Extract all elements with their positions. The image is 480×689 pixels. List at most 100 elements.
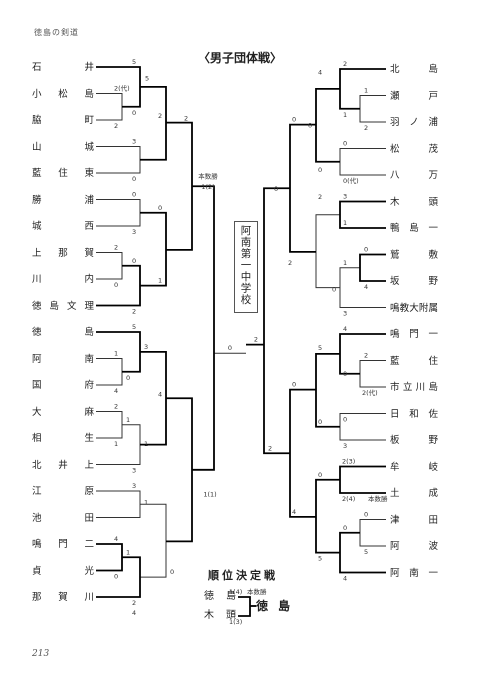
score-label: 3 (132, 482, 136, 490)
right-team-14: 日和佐 (390, 408, 438, 420)
score-label: 0 (132, 109, 136, 117)
score-label: 1 (158, 277, 162, 285)
score-label: 1 (126, 548, 130, 556)
score-label: 1 (144, 440, 148, 448)
score-label: 2 (114, 122, 118, 130)
score-label: 0 (158, 204, 162, 212)
left-team-2: 小松島 (32, 88, 94, 100)
score-label: 4 (343, 575, 347, 583)
right-team-10: 鳴教大附属 (390, 302, 438, 314)
placement-score-b: 1(3) (229, 618, 242, 626)
bracket-line (315, 478, 340, 554)
right-team-16: 牟岐 (390, 461, 438, 473)
score-label: 5 (318, 555, 322, 563)
score-label: 5 (318, 344, 322, 352)
right-team-5: 八万 (390, 170, 438, 181)
score-label: 0 (170, 568, 174, 576)
right-team-1: 北島 (390, 64, 438, 75)
score-label: 0 (132, 257, 136, 265)
score-label: 2(4) (342, 495, 355, 503)
bracket-line (339, 68, 386, 110)
bracket-line (140, 503, 167, 578)
score-label: 1 (364, 87, 368, 95)
score-label: 3 (132, 228, 136, 236)
score-label: 2 (132, 599, 136, 607)
left-team-9: 川内 (32, 274, 94, 285)
right-team-7: 鴨島一 (390, 223, 438, 234)
bracket-line (140, 350, 167, 446)
placement-score-a: 1(4) (229, 588, 242, 596)
score-label: 2 (318, 193, 322, 201)
bracket-line (359, 519, 386, 547)
bracket-line (96, 411, 123, 439)
left-team-12: 阿南 (32, 353, 94, 365)
score-label: 1 (144, 498, 148, 506)
score-label: 0 (132, 175, 136, 183)
placement-team-a: 徳島 (204, 591, 236, 602)
placement-note: 本数勝 (247, 587, 267, 596)
score-label: 2 (268, 444, 272, 452)
bracket-line (339, 465, 386, 494)
score-label: 0 (318, 418, 322, 426)
right-team-12: 藍住 (390, 355, 438, 367)
right-team-9: 坂野 (390, 276, 438, 287)
right-team-13: 市立川島 (390, 382, 438, 393)
left-team-16: 北井上 (32, 459, 94, 471)
bracket-line (289, 388, 316, 518)
score-label: 5 (145, 74, 149, 82)
score-label: 4 (343, 325, 347, 333)
score-label: 1(2) (201, 183, 214, 191)
bracket-line (96, 199, 141, 227)
score-label: 0 (332, 286, 336, 294)
score-label: 1 (343, 259, 347, 267)
bracket-line (315, 214, 340, 289)
bracket-line (166, 121, 193, 251)
champion-label: 阿南第一中学校 (239, 225, 252, 306)
left-team-13: 国府 (32, 380, 94, 391)
score-label: 3 (343, 193, 347, 201)
score-label: 0 (274, 185, 278, 193)
score-label: 1 (343, 219, 347, 227)
score-label: 0 (228, 344, 232, 352)
champion-box: 阿南第一中学校 (234, 221, 258, 313)
left-team-21: 那賀川 (32, 592, 94, 603)
bracket-line (359, 95, 386, 123)
score-label: 1(1) (203, 490, 216, 498)
placement-winner: 徳島 (256, 599, 290, 613)
score-label: 2 (364, 352, 368, 360)
bracket-line (96, 146, 141, 174)
right-team-6: 木頭 (390, 196, 438, 208)
left-team-7: 城西 (32, 221, 94, 232)
page-title: 〈男子団体戦〉 (197, 51, 282, 65)
score-label: 2 (184, 115, 188, 123)
score-label: 2 (114, 403, 118, 411)
bracket-line (339, 333, 386, 375)
score-label: 0 (114, 573, 118, 581)
score-label: 2 (343, 60, 347, 68)
score-label: 0(代) (343, 176, 359, 185)
score-label: 1 (114, 350, 118, 358)
bracket-line (315, 352, 340, 428)
bracket-line (96, 252, 123, 280)
page-number: 213 (32, 649, 50, 659)
section-header: 徳島の剣道 (34, 28, 79, 37)
score-label: 1 (343, 111, 347, 119)
score-label: 2(3) (342, 458, 355, 466)
score-label: 0 (343, 140, 347, 148)
left-team-4: 山城 (32, 141, 94, 153)
placement-title: 順位決定戦 (208, 569, 278, 582)
score-label: 0 (308, 121, 312, 129)
score-label: 4 (158, 390, 162, 398)
score-label: 5 (132, 58, 136, 66)
right-team-15: 板野 (390, 435, 438, 446)
bracket-line (339, 200, 386, 229)
score-label: 0 (364, 511, 368, 519)
right-team-2: 瀬戸 (390, 90, 438, 102)
score-label: 0 (343, 370, 347, 378)
bracket-line (238, 596, 251, 617)
score-label: 2 (364, 124, 368, 132)
score-label: 3 (144, 343, 148, 351)
bracket-line (359, 360, 386, 388)
score-label: 4 (292, 508, 296, 516)
